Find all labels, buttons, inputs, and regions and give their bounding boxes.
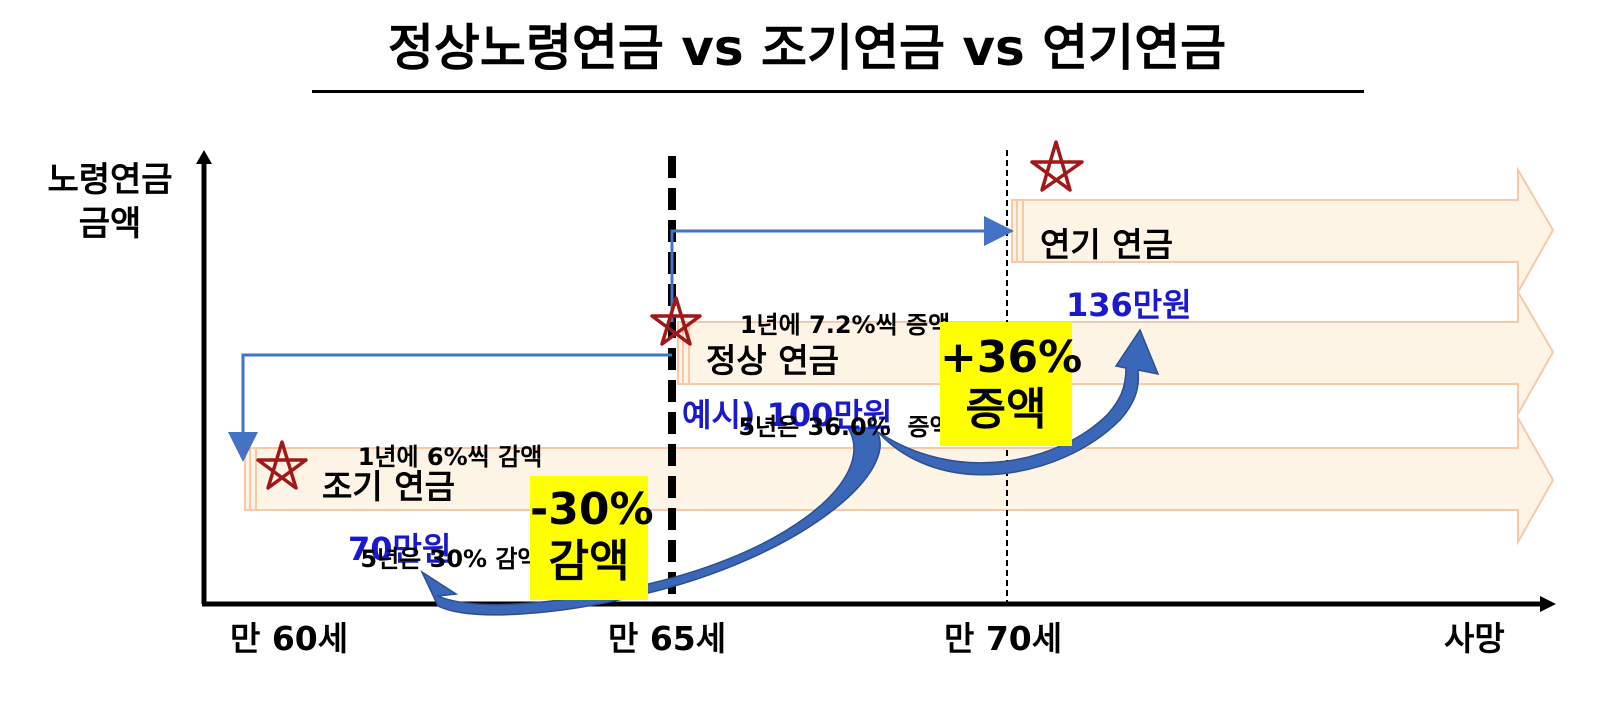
deferred-pension-label: 연기 연금 — [1040, 225, 1173, 264]
badge-percent: +36% — [940, 332, 1083, 383]
normal-pension-amount: 예시) 100만원 — [682, 396, 893, 434]
early-pension-label: 조기 연금 — [322, 467, 455, 506]
badge-word: 증액 — [965, 384, 1047, 435]
decrease-curve-arrow — [420, 427, 881, 616]
normal-pension-label: 정상 연금 — [706, 341, 839, 380]
x-label-age-60: 만 60세 — [230, 619, 349, 658]
decrease-badge: -30% 감액 — [530, 476, 654, 600]
y-axis-label-line: 노령연금 — [47, 160, 173, 200]
x-label-death: 사망 — [1444, 619, 1505, 658]
deferred-connector-arrow — [670, 216, 1014, 322]
note-line: 5년은 30% 감액 — [360, 545, 540, 573]
title-underline — [312, 90, 1364, 93]
badge-percent: -30% — [530, 484, 654, 535]
star-icon — [1030, 140, 1084, 192]
deferred-pension-band — [1011, 166, 1555, 296]
deferred-pension-amount: 136만원 — [1066, 286, 1192, 324]
normal-pension-band — [677, 288, 1555, 418]
page-title: 정상노령연금 vs 조기연금 vs 연기연금 — [387, 19, 1227, 77]
note-line: 1년에 6%씩 감액 — [357, 443, 543, 471]
x-label-age-70: 만 70세 — [944, 619, 1063, 658]
star-icon — [650, 296, 702, 346]
star-icon — [256, 440, 308, 490]
y-axis-label: 노령연금 금액 — [30, 158, 190, 246]
early-pension-band — [244, 414, 1555, 546]
early-reduction-note: 1년에 6%씩 감액 5년은 30% 감액 — [320, 372, 580, 610]
increase-badge: +36% 증액 — [940, 322, 1083, 446]
early-connector-arrow — [228, 353, 672, 462]
y-axis-label-line: 금액 — [78, 204, 142, 244]
badge-word: 감액 — [548, 536, 630, 587]
early-pension-amount: 70만원 — [348, 530, 452, 568]
increase-curve-arrow — [877, 328, 1160, 476]
x-label-age-65: 만 65세 — [608, 619, 727, 658]
